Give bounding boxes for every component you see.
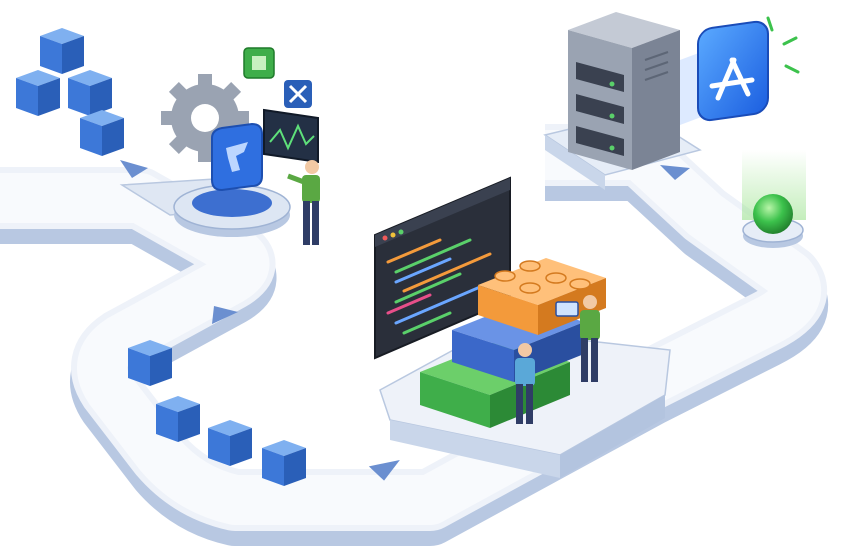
success-sparkle (766, 16, 800, 74)
server-icon (568, 12, 680, 170)
cube-icon (128, 340, 172, 386)
worker-icon (515, 343, 535, 424)
tool-badge-icon (211, 122, 263, 192)
cube-icon (156, 396, 200, 442)
flow-cubes (128, 340, 306, 486)
success-orb-icon (742, 150, 806, 248)
wrench-cross-icon (284, 80, 312, 108)
cube-icon (262, 440, 306, 486)
cube-icon (80, 110, 124, 156)
code-editor-icon (374, 176, 511, 360)
chart-monitor-icon (263, 108, 319, 164)
chip-icon (243, 47, 275, 79)
worker-icon (555, 295, 600, 382)
cube-icon (68, 70, 112, 116)
worker-icon (287, 160, 320, 245)
app-store-icon (697, 20, 769, 122)
configuration-station (161, 47, 320, 245)
direction-arrow-icon (120, 160, 690, 481)
cube-icon (208, 420, 252, 466)
cube-icon (40, 28, 84, 74)
input-cubes (16, 28, 124, 156)
cube-icon (16, 70, 60, 116)
